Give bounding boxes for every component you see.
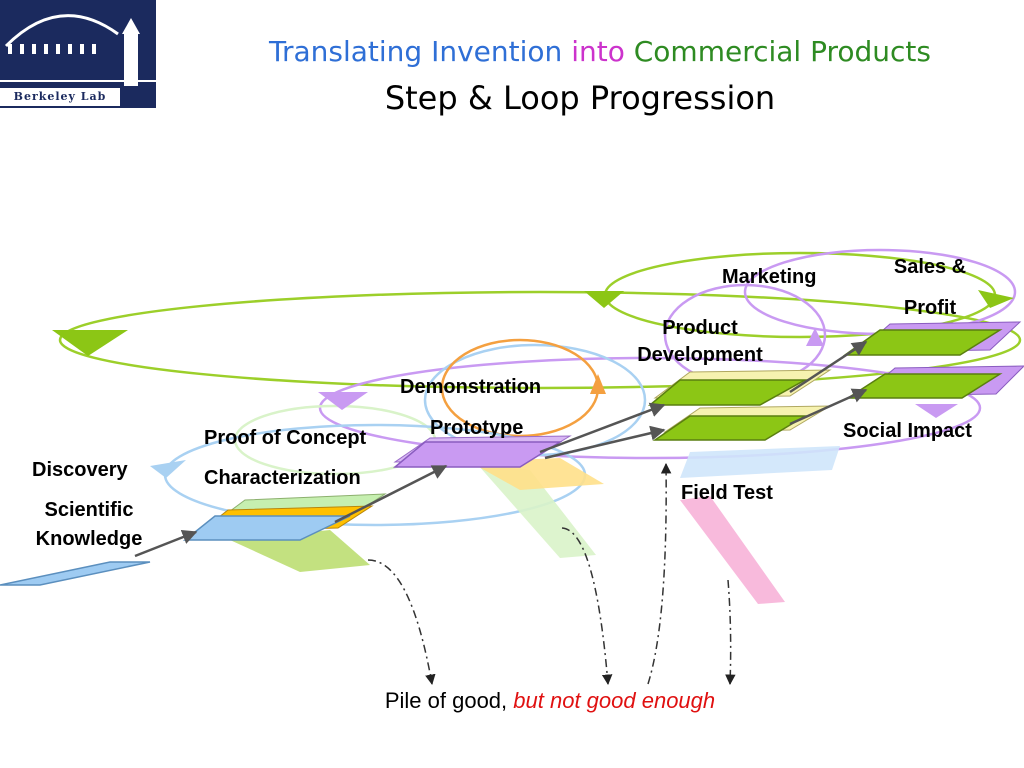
label-marketing: Marketing bbox=[722, 266, 817, 288]
loop-purple-wide bbox=[318, 356, 982, 460]
label-sales: Sales & bbox=[893, 256, 967, 278]
footer-text: Pile of good, bbox=[384, 688, 508, 713]
loop-arrowhead-orange bbox=[590, 374, 606, 394]
loop-arrowhead-purple-up bbox=[806, 328, 824, 346]
logo-text: Berkeley Lab bbox=[0, 88, 120, 106]
label-discovery: Discovery bbox=[32, 459, 128, 481]
title-part-3: Commercial Products bbox=[633, 35, 932, 68]
arrow-demo-to-product bbox=[539, 402, 666, 454]
loop-arrowhead-purple-right bbox=[915, 404, 958, 418]
label-profit: Profit bbox=[903, 297, 957, 319]
label-knowledge: Knowledge bbox=[35, 528, 143, 550]
dashdot-arrow-4 bbox=[725, 579, 736, 686]
berkeley-lab-logo: Berkeley Lab bbox=[0, 0, 156, 108]
platform-field bbox=[652, 415, 808, 441]
loop-arrowhead-green-left bbox=[52, 330, 128, 356]
platform-product bbox=[647, 379, 808, 406]
footer-emphasis: but not good enough bbox=[513, 688, 716, 713]
arrow-proof-to-demo bbox=[334, 464, 448, 524]
loop-green-large bbox=[58, 290, 1022, 390]
label-characterization: Characterization bbox=[204, 467, 361, 489]
title-part-2: into bbox=[571, 35, 625, 68]
label-proof-of-concept: Proof of Concept bbox=[204, 427, 367, 449]
loop-arrowhead-green-right bbox=[978, 290, 1014, 308]
loop-arrowhead-purple-left bbox=[318, 392, 368, 410]
label-development: Development bbox=[637, 344, 763, 366]
dashdot-arrow-3 bbox=[647, 462, 672, 685]
platform-discovery bbox=[0, 561, 151, 586]
title-part-1: Translating Invention bbox=[268, 35, 563, 68]
shadow-blue bbox=[680, 446, 840, 478]
loop-arrowhead-green-mid bbox=[584, 291, 624, 308]
shadow-light-green bbox=[478, 465, 596, 558]
arrow-discovery-to-proof bbox=[134, 529, 198, 558]
label-social-impact: Social Impact bbox=[843, 420, 972, 442]
label-scientific: Scientific bbox=[44, 499, 134, 521]
arrow-demo-to-field bbox=[544, 425, 666, 460]
label-demonstration: Demonstration bbox=[400, 376, 542, 398]
logo-emblem bbox=[0, 14, 156, 86]
shadow-pink bbox=[680, 496, 785, 604]
page-subtitle: Step & Loop Progression bbox=[384, 79, 776, 117]
arrow-field-to-social bbox=[789, 388, 868, 426]
arrow-product-to-sales bbox=[789, 340, 868, 394]
platform-demo bbox=[392, 441, 563, 468]
page-title: Translating Invention into Commercial Pr… bbox=[160, 34, 1024, 70]
footer-caption: Pile of good, but not good enough bbox=[300, 688, 800, 714]
dashdot-arrow-1 bbox=[367, 559, 436, 686]
loop-arrowhead-blue bbox=[150, 460, 186, 478]
label-prototype: Prototype bbox=[430, 417, 524, 439]
label-product: Product bbox=[662, 317, 738, 339]
label-field-test: Field Test bbox=[681, 482, 773, 504]
